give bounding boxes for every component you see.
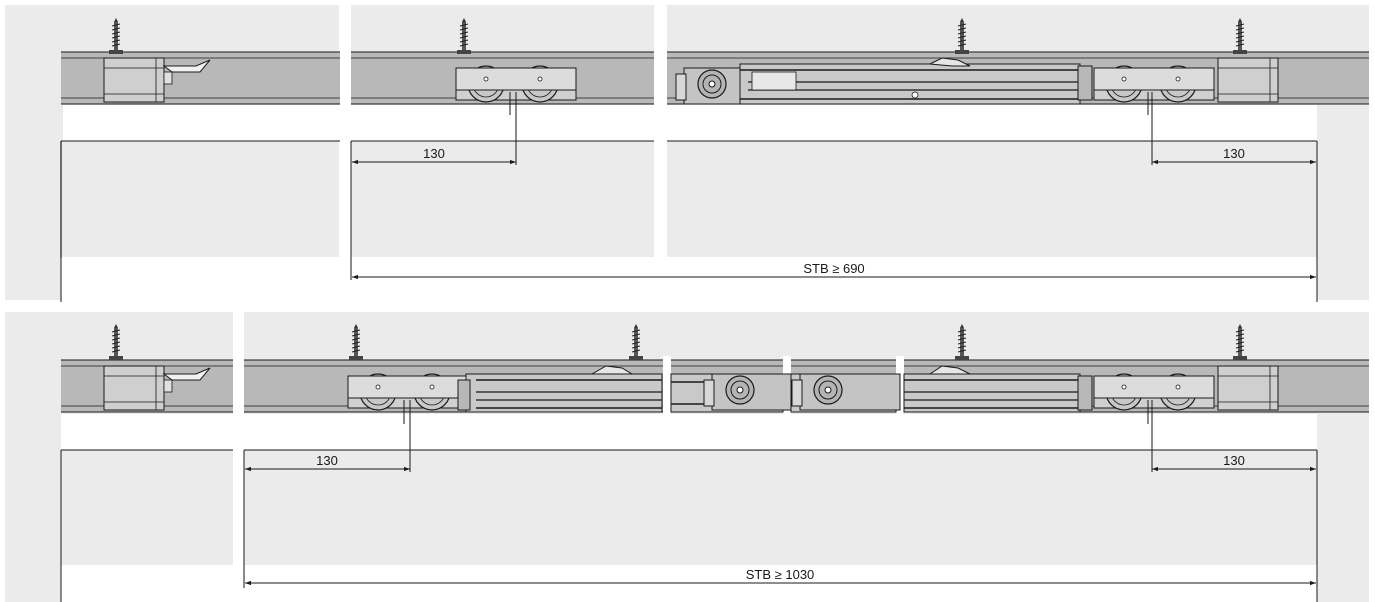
center-damper-right (790, 373, 901, 413)
end-stop-right (1217, 57, 1279, 103)
dimension-right-130: 130 (1152, 453, 1316, 472)
end-stop-right (1217, 365, 1279, 411)
wall-panel-left (5, 5, 339, 300)
dimension-right-130: 130 (1152, 146, 1316, 165)
diagram-bottom: 130 130 STB ≥ 1030 (5, 312, 1369, 602)
diagram-top: 130 130 STB ≥ 690 (5, 5, 1369, 302)
dimension-left-130: 130 (245, 453, 410, 472)
trolley-middle (455, 65, 577, 165)
trolley-right (1093, 373, 1215, 472)
dimension-label: STB ≥ 1030 (746, 567, 815, 582)
end-stop-left (103, 365, 211, 411)
trolley-right (1093, 65, 1215, 165)
dimension-label: 130 (316, 453, 338, 468)
damper-cylinder-left (457, 365, 663, 413)
dimension-total: STB ≥ 1030 (245, 567, 1316, 586)
rail-top-left (61, 51, 340, 105)
center-damper-left (670, 373, 813, 413)
wall-panel-left (5, 312, 233, 602)
damper-assembly (675, 57, 1093, 105)
dimension-total: STB ≥ 690 (352, 261, 1316, 280)
door-panel-right (667, 5, 1369, 300)
dimension-label: 130 (1223, 146, 1245, 161)
dimension-label: 130 (1223, 453, 1245, 468)
door-panel-wide (244, 312, 1369, 602)
end-stop-left (103, 57, 211, 103)
dimension-left-130: 130 (352, 146, 516, 165)
trolley-left (347, 373, 469, 472)
damper-cylinder-right (903, 365, 1093, 413)
dimension-label: STB ≥ 690 (803, 261, 864, 276)
dimension-label: 130 (423, 146, 445, 161)
